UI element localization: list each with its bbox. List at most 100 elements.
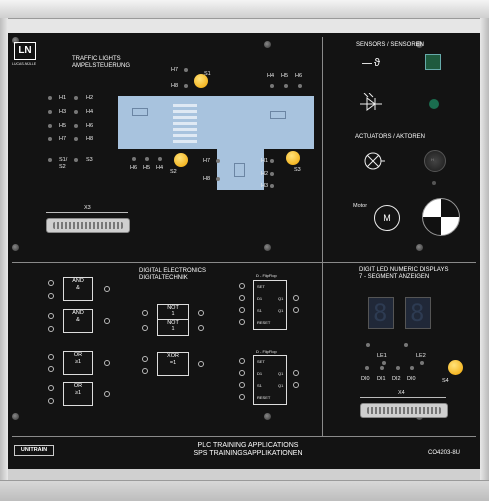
led-s3 — [74, 158, 78, 162]
button-s1[interactable] — [194, 74, 208, 88]
lamp-icon — [361, 149, 385, 173]
label-di2: DI2 — [392, 376, 401, 382]
jack[interactable] — [142, 325, 148, 331]
jack[interactable] — [293, 295, 299, 301]
jack[interactable] — [239, 295, 245, 301]
connector-x3[interactable] — [46, 218, 130, 233]
display-title: DIGIT LED NUMERIC DISPLAYS — [359, 267, 449, 273]
screw — [264, 41, 271, 48]
label-di0: DI0 — [361, 376, 370, 382]
temp-sensor-chip — [425, 54, 441, 70]
label-h1: H1 — [59, 95, 67, 101]
car-icon — [234, 163, 245, 177]
led — [396, 366, 400, 370]
flipflop-2-title: D - FlipFlop — [256, 349, 277, 354]
jack[interactable] — [104, 318, 110, 324]
label-s4: S4 — [442, 378, 449, 384]
and-gate-1: AND& — [63, 277, 93, 301]
screw — [264, 244, 271, 251]
seven-segment-display-1 — [368, 297, 394, 329]
jack[interactable] — [293, 382, 299, 388]
label-s2-button: S2 — [170, 169, 177, 175]
jack[interactable] — [239, 358, 245, 364]
unitrain-logo: UNITRAIN — [14, 445, 54, 456]
label-h6-bottom: H6 — [130, 165, 138, 171]
button-s2[interactable] — [174, 153, 188, 167]
jack[interactable] — [104, 360, 110, 366]
label-le2: LE2 — [416, 353, 426, 359]
button-s3[interactable] — [286, 151, 300, 165]
led-s1s2 — [48, 158, 52, 162]
led — [410, 366, 414, 370]
led-h7-top — [184, 68, 188, 72]
motor-disk[interactable] — [422, 198, 460, 236]
jack[interactable] — [142, 356, 148, 362]
led — [270, 84, 274, 88]
or-gate-2: OR≥1 — [63, 382, 93, 406]
jack[interactable] — [104, 286, 110, 292]
jack[interactable] — [142, 368, 148, 374]
screw — [416, 244, 423, 251]
connector-x4[interactable] — [360, 403, 448, 418]
footer-title: PLC TRAINING APPLICATIONS — [197, 442, 299, 449]
jack[interactable] — [104, 391, 110, 397]
jack[interactable] — [198, 361, 204, 367]
intersection-side-road — [217, 149, 264, 190]
led — [284, 84, 288, 88]
photodiode-sensor — [429, 99, 439, 109]
led — [404, 343, 408, 347]
label-h1-right: H1 — [261, 158, 269, 164]
led-h2 — [74, 96, 78, 100]
label-h5-top: H5 — [281, 73, 289, 79]
jack[interactable] — [198, 310, 204, 316]
car-icon — [270, 111, 286, 119]
jack[interactable] — [48, 366, 54, 372]
led-h5 — [48, 124, 52, 128]
led — [270, 184, 274, 188]
led — [158, 157, 162, 161]
label-s3: S3 — [86, 157, 93, 163]
jack[interactable] — [293, 307, 299, 313]
jack[interactable] — [48, 280, 54, 286]
jack[interactable] — [48, 326, 54, 332]
motor-icon: M — [374, 205, 400, 231]
jack[interactable] — [48, 354, 54, 360]
label-h8-top: H8 — [171, 83, 179, 89]
label-x3: X3 — [84, 205, 91, 211]
connector-line — [360, 397, 446, 398]
led — [298, 84, 302, 88]
digital-title: DIGITAL ELECTRONICS — [139, 268, 207, 274]
motor-label: Motor — [353, 203, 368, 209]
jack[interactable] — [48, 293, 54, 299]
jack[interactable] — [48, 313, 54, 319]
jack[interactable] — [239, 394, 245, 400]
jack[interactable] — [239, 283, 245, 289]
label-h6: H6 — [86, 123, 94, 129]
jack[interactable] — [239, 370, 245, 376]
jack[interactable] — [239, 307, 245, 313]
jack[interactable] — [239, 319, 245, 325]
and-gate-2: AND& — [63, 309, 93, 333]
jack[interactable] — [48, 398, 54, 404]
label-s1: S1/ — [59, 157, 68, 163]
label-h5-bottom: H5 — [143, 165, 151, 171]
jack[interactable] — [198, 325, 204, 331]
led — [365, 366, 369, 370]
button-s4[interactable] — [448, 360, 463, 375]
car-icon — [132, 108, 148, 116]
jack[interactable] — [293, 370, 299, 376]
jack[interactable] — [239, 382, 245, 388]
label-x4: X4 — [398, 390, 405, 396]
right-side-rail — [480, 18, 489, 480]
led — [432, 181, 436, 185]
top-rail — [0, 0, 489, 19]
jack[interactable] — [142, 310, 148, 316]
label-h4-top: H4 — [267, 73, 275, 79]
jack[interactable] — [48, 385, 54, 391]
d-flipflop-1: SET D1 S1 RESET Q1 Q1 — [253, 280, 287, 330]
display-title-de: 7 - SEGMENT ANZEIGEN — [359, 274, 430, 280]
led-h7 — [48, 137, 52, 141]
logo-subtext: LUCAS-NÜLLE — [12, 62, 37, 66]
product-code: CO4203-8U — [428, 450, 461, 456]
